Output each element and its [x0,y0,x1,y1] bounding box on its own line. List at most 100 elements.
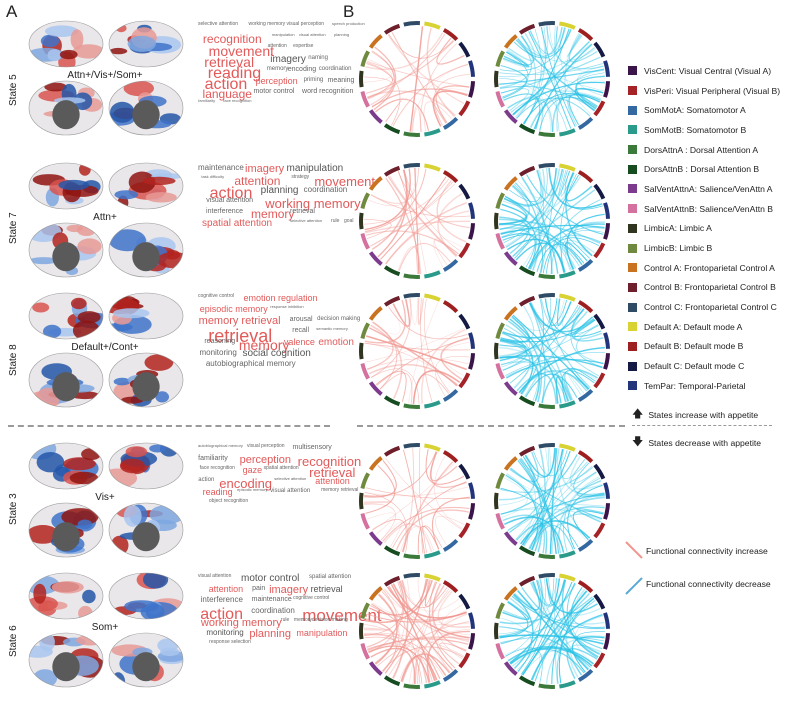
chord-link [364,634,397,672]
word-cloud-term: maintenance [198,163,244,172]
chord-segment [538,21,556,27]
word-cloud-term: priming [303,77,324,83]
chord-link [371,603,446,676]
chord-link [499,83,551,133]
chord-segment [559,573,576,582]
chord-link [367,324,394,371]
chord-link [366,611,467,623]
chord-segment [494,212,499,230]
chord-link [379,372,413,404]
chord-link [570,306,603,368]
chord-link [499,340,531,389]
chord-link [400,525,435,552]
decrease-note: 🡇 States decrease with appetite [632,433,761,452]
chord-link [371,368,420,405]
chord-link [531,524,574,551]
brain-left-medial [28,222,104,278]
legend-item: Default C: Default mode C [628,356,793,376]
legend-label: VisPeri: Visual Peripheral (Visual B) [644,85,781,96]
chord-link [412,369,461,404]
brain-right-medial [108,222,184,278]
chord-link [564,33,580,127]
word-cloud-term: recognition [297,454,362,469]
word-cloud-term: coordination [251,606,295,615]
chord-link [391,31,447,124]
chord-link [559,26,592,115]
chord-link [501,332,534,395]
chord-link [542,237,600,274]
chord-link [364,168,411,231]
word-cloud-term: perception [255,76,298,86]
word-cloud-term: monitoring [199,348,237,357]
word-cloud-term: spatial attention [263,465,299,471]
chord-link [503,93,541,130]
chord-link [375,594,398,665]
state-label: State 8 [8,344,19,376]
chord-segment [360,643,370,660]
chord-link [372,321,398,390]
chord-link [500,466,594,493]
chord-link [565,588,586,678]
chord-segment [518,395,536,407]
chord-segment [359,70,364,88]
chord-link [383,523,433,553]
chord-link [520,520,591,545]
chord-link [566,213,605,270]
chord-segment [593,183,606,200]
chord-segment [559,163,576,172]
panel-b-label: B [343,2,355,21]
word-cloud-term: spatial attention [309,574,352,580]
chord-segment [495,91,505,108]
chord-segment [368,306,383,321]
chord-link [512,170,571,257]
brain-right-lateral [108,572,184,620]
chord-segment [503,531,518,546]
chord-link [366,61,394,106]
chord-segment [468,612,475,629]
chord-link [525,373,578,398]
chord-link [512,41,590,116]
word-cloud-term: face recognition [199,465,235,471]
chord-link [569,455,603,490]
word-cloud-term: autobiographical memory [205,359,296,368]
legend-label: LimbicA: Limbic A [644,223,712,234]
chord-link [434,455,463,529]
chord-link [556,448,589,541]
word-cloud-term: planning [260,185,299,196]
chord-link [392,583,470,639]
chord-link [441,604,470,636]
chord-link [529,302,595,333]
chord-link [402,448,415,553]
word-cloud-term: gaze [242,465,263,475]
chord-link [364,503,396,541]
word-cloud-term: retrieval [208,326,273,346]
chord-link [425,449,465,485]
chord-segment [468,332,475,349]
chord-segment [403,273,421,279]
brain-right-medial [108,502,184,558]
legend-label: Default B: Default mode B [644,341,744,352]
chord-link [371,88,468,108]
word-cloud-term: imagery [270,54,306,65]
chord-link [504,352,606,376]
word-cloud-term: autobiographical memory [198,443,243,448]
chord-segment [468,60,475,77]
chord-segment [503,456,518,471]
chord-segment [538,573,556,579]
chord-link [510,298,560,331]
chord-segment [559,21,576,30]
chord-link [529,300,568,327]
chord-segment [577,580,594,594]
chord-link [384,588,470,643]
chord-segment [559,550,576,559]
chord-link [502,600,530,621]
chord-link [509,451,571,533]
chord-link [567,89,604,127]
word-cloud-term: attention [315,476,350,486]
chord-link [512,594,534,669]
chord-segment [559,293,576,302]
chord-link [499,203,527,225]
chord-link [370,167,420,204]
chord-segment [359,492,364,510]
chord-link [364,178,450,225]
